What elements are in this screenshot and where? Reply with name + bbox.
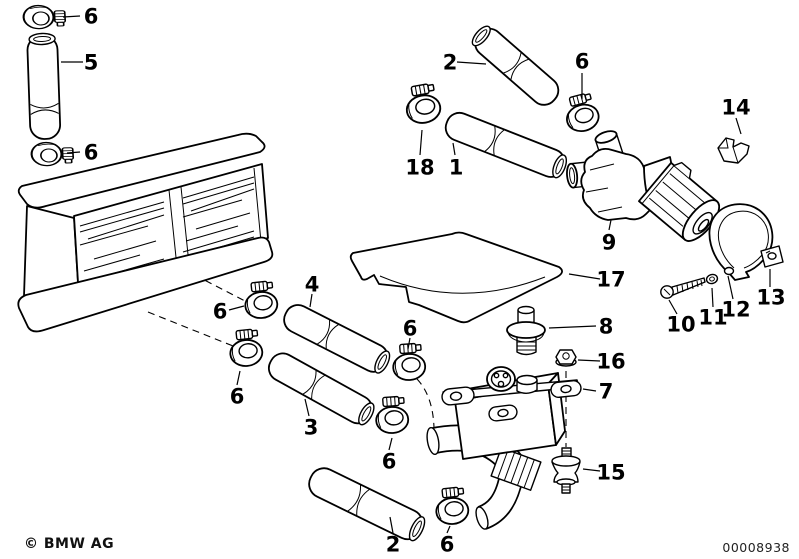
valve-tab-left [441, 386, 475, 406]
callout-leader-6 [446, 525, 451, 534]
callout-leader-16 [577, 359, 601, 362]
callout-leader-6 [388, 437, 393, 451]
hose-clamp [390, 342, 427, 382]
callout-leader-6 [62, 15, 81, 18]
valve-tab-right [550, 380, 582, 398]
callout-label-9: 9 [602, 231, 617, 255]
hose-4 [283, 304, 391, 374]
hose-clamp-18 [401, 81, 444, 127]
callout-leader-12 [727, 275, 734, 300]
document-number: 00008938 [722, 540, 790, 555]
grommet [506, 305, 546, 356]
callout-label-16: 16 [596, 350, 625, 374]
callout-leader-1 [452, 142, 456, 156]
callout-leader-2 [456, 61, 487, 65]
callout-label-7: 7 [599, 380, 614, 404]
auxiliary-water-pump [566, 130, 721, 242]
callout-label-6: 6 [575, 50, 590, 74]
callout-leader-4 [309, 293, 313, 308]
hose-clamp [227, 327, 265, 369]
callout-label-12: 12 [721, 298, 750, 322]
callout-label-1: 1 [449, 156, 464, 180]
callout-leader-6 [66, 151, 81, 154]
callout-label-11: 11 [698, 306, 727, 330]
retaining-plate [760, 245, 784, 268]
callout-label-17: 17 [596, 268, 625, 292]
valve-connector [486, 366, 516, 392]
hose-clamp [373, 395, 410, 435]
callout-label-6: 6 [213, 300, 228, 324]
callout-leader-7 [582, 388, 597, 392]
callout-label-18: 18 [405, 156, 434, 180]
callout-label-6: 6 [403, 317, 418, 341]
callout-label-5: 5 [84, 51, 99, 75]
callout-leader-6 [236, 370, 241, 386]
callout-label-13: 13 [756, 286, 785, 310]
callout-label-8: 8 [599, 315, 614, 339]
callout-leader-6 [228, 305, 245, 311]
callout-label-2: 2 [386, 533, 401, 557]
hex-nut [555, 349, 577, 367]
callout-leader-10 [668, 299, 678, 315]
callout-label-6: 6 [440, 533, 455, 557]
callout-leader-17 [568, 273, 601, 280]
callout-leader-11 [711, 287, 714, 308]
washer [705, 273, 719, 285]
cover-panel [349, 231, 563, 324]
callout-label-6: 6 [382, 450, 397, 474]
callout-label-4: 4 [305, 273, 320, 297]
callout-label-15: 15 [596, 461, 625, 485]
callout-leader-2 [389, 516, 394, 534]
callout-leader-9 [608, 219, 612, 231]
callout-leader-8 [548, 325, 597, 329]
callout-label-6: 6 [84, 141, 99, 165]
holder-clip [717, 137, 750, 164]
callout-leader-3 [304, 398, 310, 417]
screw [660, 277, 706, 299]
valve-hose-collar [490, 447, 542, 491]
copyright-text: © BMW AG [24, 536, 115, 552]
rubber-mount [551, 447, 581, 494]
callout-leader-14 [735, 117, 742, 135]
valve-tab-front [488, 404, 518, 422]
callout-label-6: 6 [230, 385, 245, 409]
callout-leader-18 [419, 129, 423, 156]
callout-label-6: 6 [84, 5, 99, 29]
callout-leader-6 [407, 337, 411, 350]
callout-label-3: 3 [304, 416, 319, 440]
hose-clamp [433, 485, 471, 527]
hose-clamp [242, 279, 280, 321]
hose-5 [26, 32, 62, 140]
hose-2-upper [471, 25, 560, 106]
hose-3 [267, 352, 375, 426]
callout-label-2: 2 [443, 51, 458, 75]
hose-clamp [29, 140, 75, 167]
clamping-bracket [708, 203, 774, 281]
callout-label-14: 14 [721, 96, 750, 120]
callout-label-10: 10 [666, 313, 695, 337]
hose-1 [444, 111, 568, 179]
hose-clamp [21, 3, 67, 30]
callout-leader-15 [582, 468, 601, 472]
hose-2-lower [308, 467, 426, 542]
valve-stub [516, 374, 538, 386]
heater-core [17, 132, 274, 333]
water-valve [426, 366, 582, 530]
